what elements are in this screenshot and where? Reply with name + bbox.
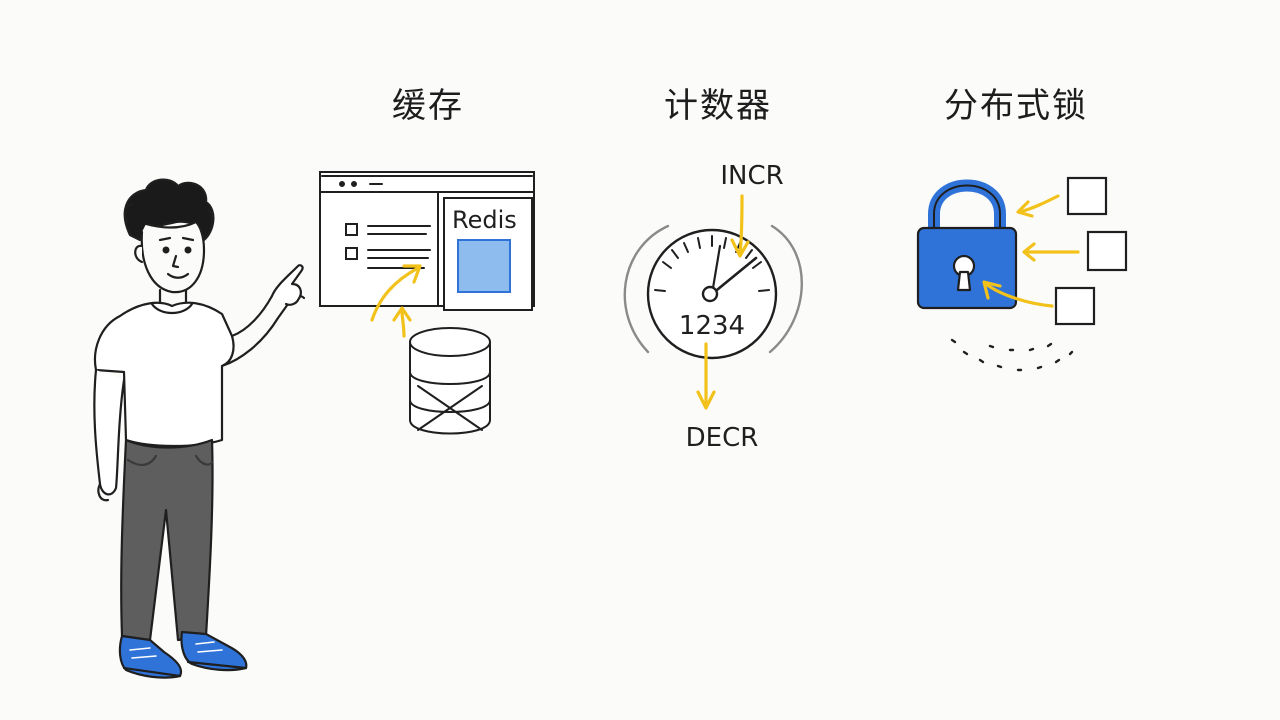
gauge-icon: [623, 224, 803, 360]
cache-flow-arrows: [370, 264, 422, 338]
checkbox-icon: [1054, 176, 1128, 326]
counter-title: 计数器: [664, 86, 772, 126]
padlock-icon: [916, 179, 1018, 310]
incr-label: INCR: [720, 161, 783, 191]
browser-window-icon: [319, 171, 535, 311]
lock-title: 分布式锁: [944, 86, 1088, 126]
motion-dashes: [950, 338, 1074, 372]
person-illustration: [93, 178, 306, 679]
lock-request-arrows: [982, 194, 1080, 308]
redis-label: Redis: [452, 206, 517, 234]
counter-value: 1234: [679, 311, 745, 341]
database-icon: [409, 327, 491, 435]
counter-arrows: [696, 194, 750, 410]
cache-title: 缓存: [392, 86, 464, 126]
decr-label: DECR: [686, 423, 759, 453]
